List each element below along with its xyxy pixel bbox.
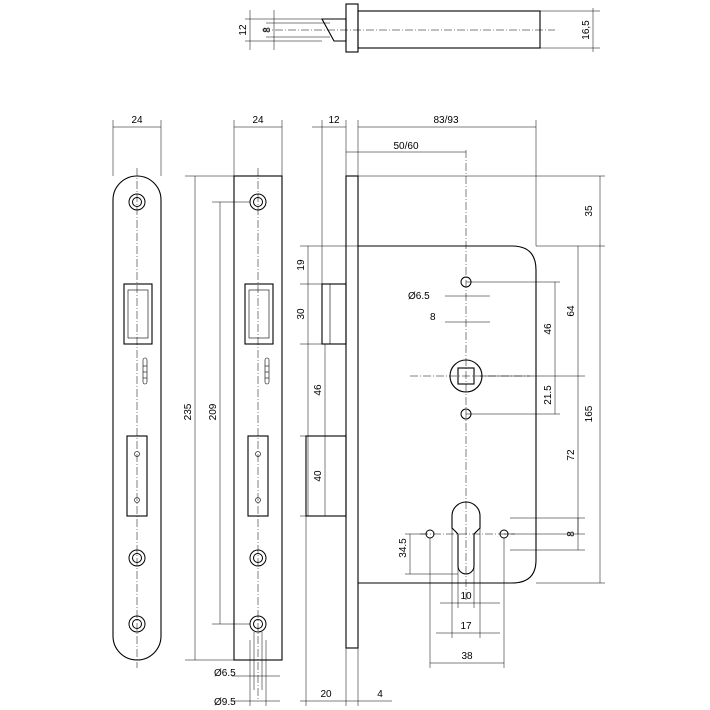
dim-46: 46 bbox=[543, 323, 554, 335]
faceplate-back-view: 24 235 209 Ø6.5 Ø9.5 bbox=[183, 115, 283, 708]
dim-4: 4 bbox=[377, 689, 383, 700]
dim-209: 209 bbox=[208, 403, 219, 420]
dim-64: 64 bbox=[566, 305, 577, 317]
dim-hole-9-5: Ø9.5 bbox=[214, 697, 236, 708]
top-view-faceplate bbox=[345, 3, 359, 53]
dim-30: 30 bbox=[296, 308, 307, 320]
latch-opening bbox=[244, 283, 274, 345]
latch-side bbox=[321, 283, 347, 345]
dim-10: 10 bbox=[460, 591, 472, 602]
bolt-side bbox=[305, 435, 347, 517]
dim-square-8: 8 bbox=[430, 312, 436, 323]
top-view-latch bbox=[321, 18, 347, 42]
dim-back-width-24: 24 bbox=[252, 115, 264, 126]
latch-opening bbox=[123, 283, 153, 345]
dim-34-5: 34.5 bbox=[398, 538, 409, 558]
dim-235: 235 bbox=[183, 403, 194, 420]
dim-21-5: 21.5 bbox=[543, 385, 554, 405]
anti-friction-slot bbox=[142, 357, 148, 385]
dim-cyl-8: 8 bbox=[566, 531, 577, 537]
dim-top-8: 8 bbox=[262, 27, 273, 33]
dim-side-46: 46 bbox=[313, 384, 324, 396]
dim-top-16-5: 16,5 bbox=[581, 20, 592, 40]
dim-35: 35 bbox=[584, 205, 595, 217]
dim-72: 72 bbox=[566, 449, 577, 461]
dim-50-60: 50/60 bbox=[393, 141, 418, 152]
dim-17: 17 bbox=[460, 621, 472, 632]
anti-friction-slot bbox=[264, 357, 270, 385]
dim-83-93: 83/93 bbox=[433, 115, 458, 126]
lock-case-outline bbox=[358, 245, 537, 584]
dim-38: 38 bbox=[461, 651, 473, 662]
dim-top-12: 12 bbox=[238, 24, 249, 36]
dim-front-width-24: 24 bbox=[131, 115, 143, 126]
dim-40: 40 bbox=[313, 470, 324, 482]
side-faceplate bbox=[345, 175, 359, 649]
dim-hole-6-5: Ø6.5 bbox=[214, 668, 236, 679]
dim-side-12: 12 bbox=[328, 115, 340, 126]
top-view: 12 8 16,5 bbox=[238, 3, 600, 53]
dim-19: 19 bbox=[296, 259, 307, 271]
dim-165: 165 bbox=[584, 405, 595, 422]
lock-body-view: 12 83/93 50/60 19 30 46 40 20 4 35 bbox=[296, 115, 605, 706]
faceplate-front-view: 24 bbox=[112, 115, 162, 668]
dim-hole-6-5: Ø6.5 bbox=[408, 291, 430, 302]
top-view-body bbox=[357, 10, 541, 49]
dim-20: 20 bbox=[320, 689, 332, 700]
